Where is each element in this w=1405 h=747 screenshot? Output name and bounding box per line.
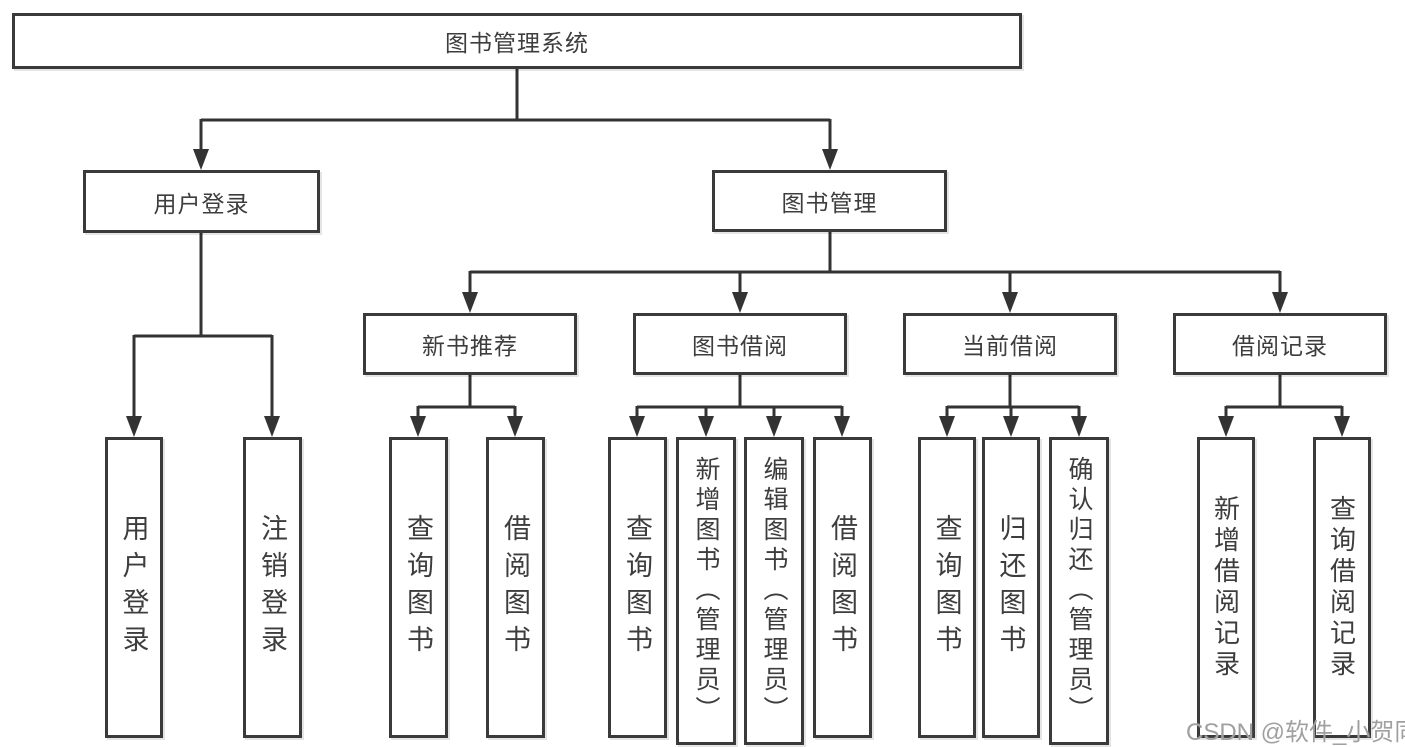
csdn-watermark: CSDN @软件_小贺同学 bbox=[1186, 719, 1405, 746]
arrowhead bbox=[629, 416, 645, 437]
arrowhead bbox=[939, 416, 955, 437]
leaf-borrow-book-label: 借阅图书 bbox=[827, 513, 857, 662]
leaf-confirm-return-admin-label: 确认归还（管理员） bbox=[1065, 456, 1093, 726]
node-book-borrow: 图书借阅 bbox=[633, 313, 847, 375]
arrowhead bbox=[732, 292, 748, 313]
leaf-return-book: 归还图书 bbox=[982, 437, 1040, 738]
arrowhead bbox=[1218, 416, 1234, 437]
node-user-login-label: 用户登录 bbox=[153, 190, 250, 217]
leaf-query-book-current: 查询图书 bbox=[918, 437, 976, 738]
leaf-logout: 注销登录 bbox=[243, 437, 302, 738]
leaf-add-book-admin-label: 新增图书（管理员） bbox=[692, 456, 720, 726]
node-book-management-label: 图书管理 bbox=[781, 190, 878, 216]
leaf-return-book-label: 归还图书 bbox=[995, 513, 1026, 662]
leaf-query-book-recommend-label: 查询图书 bbox=[403, 513, 433, 662]
arrowhead bbox=[126, 416, 142, 437]
leaf-user-login: 用户登录 bbox=[105, 437, 163, 738]
node-book-management: 图书管理 bbox=[712, 170, 947, 232]
leaf-edit-book-admin-label: 编辑图书（管理员） bbox=[760, 456, 788, 726]
arrowhead bbox=[1002, 292, 1018, 313]
connector-user-login-split bbox=[132, 232, 274, 419]
connector-borrow-record-split bbox=[1224, 375, 1344, 419]
leaf-query-borrow-record: 查询借阅记录 bbox=[1313, 437, 1371, 738]
leaf-confirm-return-admin: 确认归还（管理员） bbox=[1049, 437, 1109, 745]
arrowhead bbox=[507, 416, 523, 437]
node-borrow-record-label: 借阅记录 bbox=[1232, 333, 1328, 359]
leaf-add-borrow-record-label: 新增借阅记录 bbox=[1210, 494, 1241, 681]
arrowhead bbox=[766, 416, 782, 437]
leaf-add-borrow-record: 新增借阅记录 bbox=[1197, 437, 1255, 738]
leaf-query-borrow-record-label: 查询借阅记录 bbox=[1326, 494, 1357, 681]
connector-root-split bbox=[199, 69, 832, 152]
node-borrow-record: 借阅记录 bbox=[1173, 313, 1387, 375]
arrowhead bbox=[462, 292, 478, 313]
node-book-borrow-label: 图书借阅 bbox=[692, 333, 788, 359]
arrowhead bbox=[698, 416, 714, 437]
node-new-book-recommend: 新书推荐 bbox=[363, 313, 577, 375]
arrowhead bbox=[264, 416, 280, 437]
node-current-borrow-label: 当前借阅 bbox=[962, 333, 1058, 359]
leaf-query-book-borrow: 查询图书 bbox=[608, 437, 667, 738]
node-current-borrow: 当前借阅 bbox=[903, 313, 1117, 375]
arrowhead bbox=[822, 149, 838, 170]
connector-current-borrow-split bbox=[945, 375, 1081, 419]
arrowhead bbox=[1334, 416, 1350, 437]
connector-new-book-split bbox=[416, 375, 517, 419]
arrowhead bbox=[1003, 416, 1019, 437]
arrowheads bbox=[126, 149, 1350, 437]
arrowhead bbox=[1071, 416, 1087, 437]
leaf-query-book-current-label: 查询图书 bbox=[931, 513, 962, 662]
leaf-query-book-borrow-label: 查询图书 bbox=[622, 513, 652, 662]
arrowhead bbox=[834, 416, 850, 437]
node-library-management-system: 图书管理系统 bbox=[12, 13, 1022, 69]
connector-book-borrow-split bbox=[635, 375, 844, 419]
leaf-query-book-recommend: 查询图书 bbox=[389, 437, 448, 738]
leaf-logout-label: 注销登录 bbox=[257, 513, 287, 662]
arrowhead bbox=[410, 416, 426, 437]
leaf-borrow-book-recommend: 借阅图书 bbox=[486, 437, 545, 738]
node-new-book-recommend-label: 新书推荐 bbox=[422, 333, 518, 359]
node-user-login: 用户登录 bbox=[83, 170, 320, 233]
leaf-borrow-book: 借阅图书 bbox=[813, 437, 872, 738]
arrowhead bbox=[1272, 292, 1288, 313]
leaf-edit-book-admin: 编辑图书（管理员） bbox=[744, 437, 804, 745]
leaf-borrow-book-recommend-label: 借阅图书 bbox=[500, 513, 530, 662]
leaf-add-book-admin: 新增图书（管理员） bbox=[676, 437, 736, 745]
node-library-management-system-label: 图书管理系统 bbox=[445, 30, 589, 56]
connector-book-management-split bbox=[468, 231, 1282, 295]
arrowhead bbox=[193, 149, 209, 170]
leaf-user-login-label: 用户登录 bbox=[118, 513, 149, 662]
